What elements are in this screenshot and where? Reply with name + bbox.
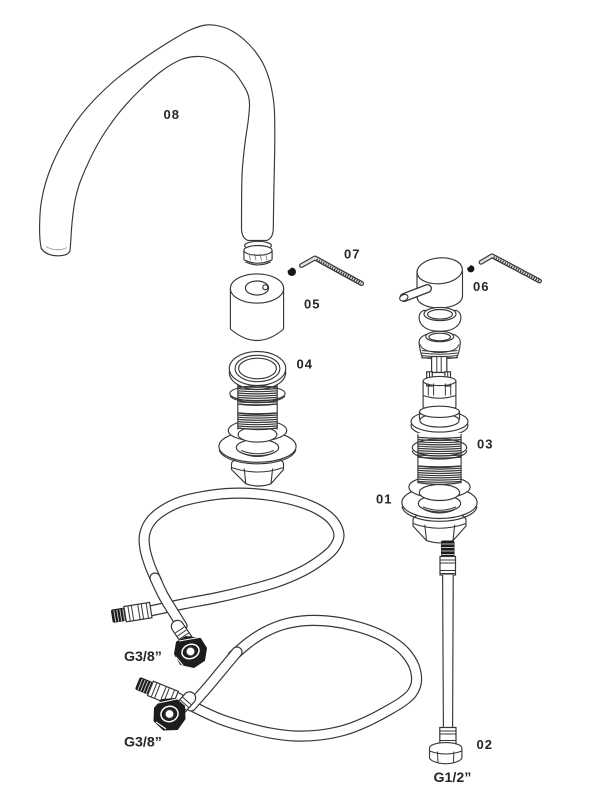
svg-text:01: 01	[376, 492, 392, 507]
svg-text:07: 07	[344, 247, 360, 262]
svg-text:G3/8”: G3/8”	[124, 649, 162, 665]
svg-text:06: 06	[473, 279, 489, 294]
svg-text:08: 08	[164, 107, 180, 122]
svg-text:G3/8”: G3/8”	[124, 735, 162, 751]
svg-text:03: 03	[477, 437, 493, 452]
svg-text:02: 02	[477, 737, 493, 752]
svg-text:05: 05	[304, 297, 320, 312]
svg-text:G1/2”: G1/2”	[434, 770, 472, 786]
svg-text:04: 04	[297, 357, 313, 372]
